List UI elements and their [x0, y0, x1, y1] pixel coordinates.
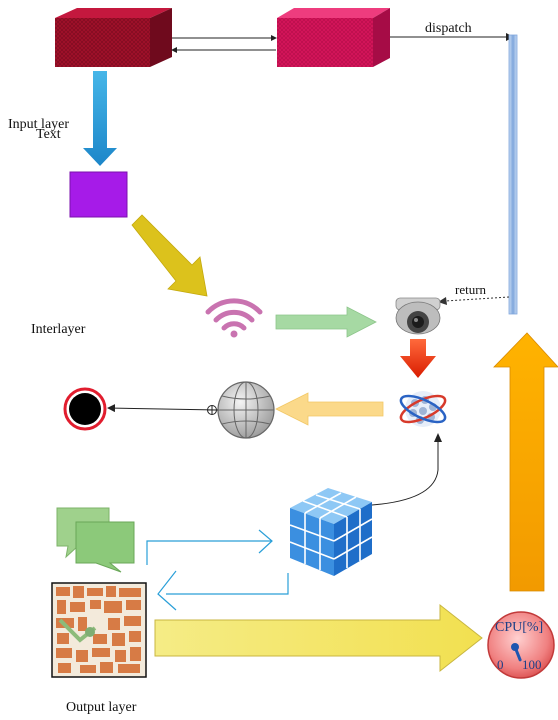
cube-arrow-upper: [258, 529, 273, 554]
orange-up-arrow: [493, 332, 558, 592]
red-3d-block-icon: [55, 8, 172, 67]
gauge-max-label: 100: [522, 657, 542, 672]
map-to-cube-line: [166, 573, 289, 595]
cpu-gauge-icon: [487, 611, 555, 679]
wifi-signal-icon: [205, 298, 263, 338]
globe-icon: [217, 381, 275, 439]
return-label: return: [455, 282, 487, 297]
gauge-min-label: 0: [497, 657, 504, 672]
output-layer-label: Output layer: [66, 700, 137, 715]
text-label: Text: [36, 127, 61, 142]
dispatch-label: dispatch: [425, 21, 472, 36]
globe-to-target-line: [107, 404, 219, 413]
black-dot-target-icon: [63, 387, 107, 431]
gauge-title: CPU[%]: [495, 620, 544, 635]
return-arrowhead: [438, 297, 447, 305]
green-right-arrow: [275, 306, 377, 338]
return-line: [444, 296, 510, 302]
input-layer-label: Input layer: [8, 117, 70, 132]
blue-down-arrow: [83, 71, 117, 166]
gold-diagonal-arrow: [131, 214, 208, 297]
orbit-cluster-icon: [399, 391, 447, 427]
magenta-3d-block-icon: [277, 8, 390, 67]
cube-to-orbit-line: [371, 440, 439, 506]
chat-to-cube-line: [146, 540, 272, 565]
purple-square-icon: [69, 171, 128, 218]
chat-bubbles-icon: [56, 507, 135, 573]
security-camera-icon: [395, 297, 441, 335]
light-orange-left-arrow: [275, 392, 384, 426]
cube-to-orbit-arrowhead: [434, 433, 442, 442]
city-map-icon: [51, 582, 147, 678]
interlayer-label: Interlayer: [31, 322, 86, 337]
dispatch-bar: [508, 34, 518, 315]
yellow-right-arrow: [154, 603, 483, 673]
map-arrow-left: [157, 570, 177, 611]
data-cube-icon: [289, 488, 373, 576]
red-down-arrow: [400, 339, 436, 378]
